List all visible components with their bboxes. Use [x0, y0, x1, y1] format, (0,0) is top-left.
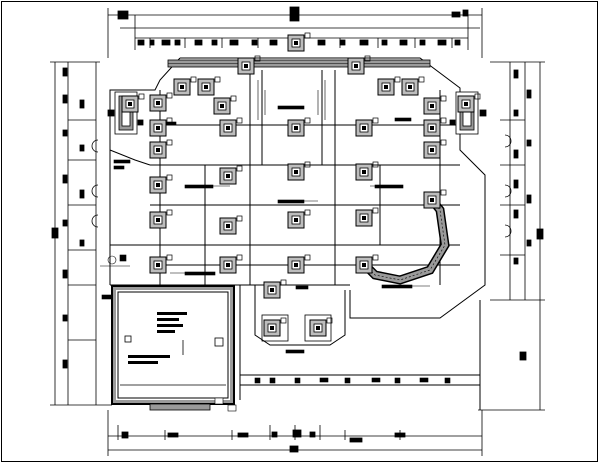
column-footing: [149, 139, 173, 159]
bay-footing-outline: [261, 314, 289, 342]
column-footing: [355, 117, 379, 137]
column-footing: [377, 76, 401, 96]
bottom-dimension-chains: [107, 410, 483, 456]
column-footing: [149, 254, 173, 274]
column-footing: [287, 32, 311, 52]
column-footing: [287, 117, 311, 137]
column-footing: [347, 55, 371, 75]
column-footing: [121, 93, 145, 113]
top-beam: [167, 59, 431, 68]
column-footing: [287, 209, 311, 229]
column-footing: [213, 95, 237, 115]
column-footing: [149, 92, 173, 112]
column-footing: [423, 189, 447, 209]
column-footing: [423, 139, 447, 159]
column-footing: [355, 161, 379, 181]
column-footing: [287, 161, 311, 181]
square-room: [111, 285, 235, 411]
column-footing: [149, 174, 173, 194]
column-footing: [355, 207, 379, 227]
column-footing: [149, 209, 173, 229]
column-footing: [237, 55, 261, 75]
plan-annotations: [100, 80, 451, 412]
column-footing: [423, 117, 447, 137]
column-footing: [219, 254, 243, 274]
column-footing: [219, 215, 243, 235]
right-dimension-chains: [478, 61, 545, 411]
column-footings: [121, 32, 481, 342]
curved-hatched-wall: [358, 192, 450, 285]
left-dimension-chains: [50, 61, 112, 406]
column-footing: [287, 254, 311, 274]
column-footing: [197, 76, 221, 96]
column-footing: [355, 254, 379, 274]
column-footing: [219, 117, 243, 137]
column-footing: [309, 317, 333, 337]
column-footing: [423, 95, 447, 115]
column-footing: [149, 117, 173, 137]
column-footing: [457, 93, 481, 113]
bay-footing-outline: [304, 314, 332, 342]
column-footing: [219, 165, 243, 185]
column-footing: [263, 279, 287, 299]
column-footing: [401, 76, 425, 96]
column-footing: [263, 317, 287, 337]
column-footing: [173, 76, 197, 96]
